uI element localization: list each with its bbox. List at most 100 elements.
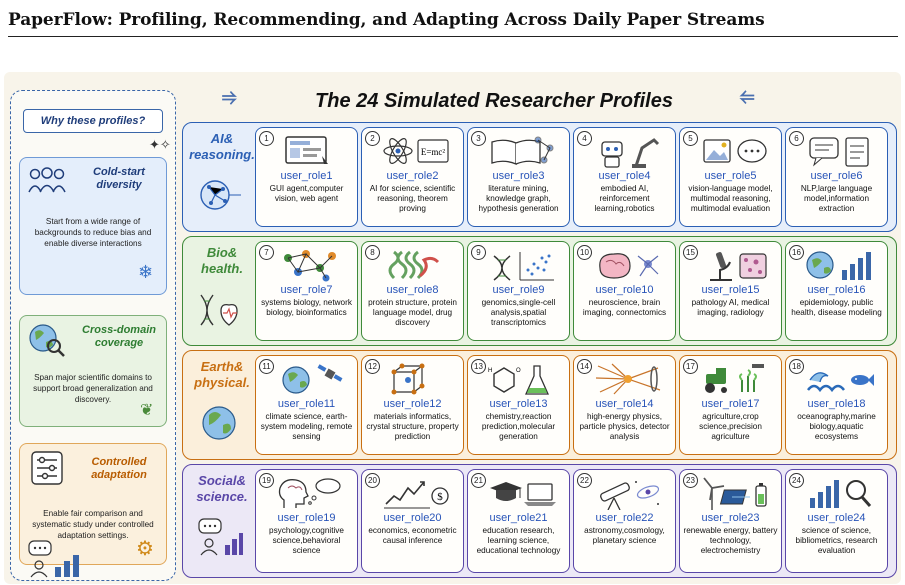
profile-name: user_role7: [280, 284, 333, 296]
profile-number-badge: 21: [471, 473, 486, 488]
globebars-icon: [806, 251, 871, 280]
profile-number-badge: 17: [683, 359, 698, 374]
profile-description: protein structure, protein language mode…: [368, 298, 457, 327]
band-label-line: reasoning.: [189, 147, 255, 162]
why-heading: Why these profiles?: [23, 109, 163, 133]
profile-description: literature mining, knowledge graph, hypo…: [478, 184, 559, 213]
profile-card: 20 $ user_role20 economics, econometric cau…: [361, 469, 464, 573]
barsmag-icon: [810, 480, 872, 508]
burst-icon: [595, 363, 661, 395]
cold-start-title: Cold-start diversity: [93, 166, 145, 191]
imgchat-icon: [703, 139, 767, 163]
profile-number-badge: 4: [577, 131, 592, 146]
page-header: PaperFlow: Profiling, Recommending, and …: [8, 6, 898, 37]
cross-domain-box: Cross-domain coverage Span major scienti…: [19, 315, 167, 427]
profile-description: economics, econometric causal inference: [368, 526, 457, 545]
band-label-line: Bio&: [206, 245, 238, 260]
title-deco-left-icon: ⥤: [222, 86, 237, 106]
cross-domain-title: Cross-domain coverage: [82, 324, 156, 349]
profile-number-badge: 22: [577, 473, 592, 488]
book-icon: [491, 136, 554, 165]
profile-description: neuroscience, brain imaging, connectomic…: [582, 298, 667, 317]
atom-icon: E=mc²: [383, 138, 449, 164]
profile-number-badge: 15: [683, 245, 698, 260]
profile-number-badge: 24: [789, 473, 804, 488]
globe-magnifier-icon: [29, 324, 65, 357]
band-label: AI&reasoning.: [189, 131, 255, 163]
profile-number-badge: 2: [365, 131, 380, 146]
profile-description: NLP,large language model,information ext…: [800, 184, 873, 213]
title-deco-right-icon: ⥢: [740, 86, 755, 106]
svg-text:H: H: [488, 368, 492, 374]
profile-name: user_role5: [704, 170, 757, 182]
profile-name: user_role9: [492, 284, 545, 296]
band-label: Bio&health.: [189, 245, 255, 277]
profile-description: AI for science, scientific reasoning, th…: [369, 184, 456, 213]
crystal-icon: [391, 363, 425, 395]
profile-number-badge: 16: [789, 245, 804, 260]
headthink-icon: [278, 478, 341, 508]
profile-number-badge: 8: [365, 245, 380, 260]
profile-number-badge: 1: [259, 131, 274, 146]
band-label-line: science.: [196, 489, 248, 504]
cold-start-box: Cold-start diversity Start from a wide r…: [19, 157, 167, 295]
people-icon: [28, 167, 66, 193]
gear-icon: ⚙: [136, 538, 154, 560]
profile-number-badge: 14: [577, 359, 592, 374]
profile-name: user_role18: [807, 398, 866, 410]
paper-title: PaperFlow: Profiling, Recommending, and …: [8, 10, 765, 30]
leaf-icon: ❦: [140, 402, 154, 419]
profile-name: user_role6: [810, 170, 863, 182]
network-icon: [284, 250, 336, 282]
profile-description: oceanography,marine biology,aquatic ecos…: [797, 412, 876, 441]
profile-number-badge: 20: [365, 473, 380, 488]
profile-description: epidemiology, public health, disease mod…: [791, 298, 882, 317]
tractor-icon: [705, 364, 764, 393]
profile-name: user_role15: [701, 284, 760, 296]
profile-description: psychology,cognitive science,behavioral …: [269, 526, 344, 555]
profile-description: embodied AI, reinforcement learning,robo…: [594, 184, 655, 213]
profile-description: systems biology, network biology, bioinf…: [261, 298, 352, 317]
profile-number-badge: 18: [789, 359, 804, 374]
profile-name: user_role8: [386, 284, 439, 296]
profile-description: high-energy physics, particle physics, d…: [579, 412, 670, 441]
profile-description: vision-language model, multimodal reason…: [688, 184, 773, 213]
profile-name: user_role24: [807, 512, 866, 524]
icon-label: $: [437, 491, 443, 503]
cross-domain-desc: Span major scientific domains to support…: [33, 373, 153, 404]
profile-name: user_role10: [595, 284, 654, 296]
sparkle-icon: ✦✧: [149, 137, 171, 152]
profile-name: user_role1: [280, 170, 333, 182]
telescope-icon: [600, 481, 660, 510]
figure-title: The 24 Simulated Researcher Profiles: [315, 90, 673, 112]
profile-name: user_role20: [383, 512, 442, 524]
profiles-figure: Why these profiles? ✦✧ Cold-start divers…: [4, 72, 901, 584]
band-label-line: AI&: [210, 131, 234, 146]
brain-icon: [599, 253, 659, 279]
profile-description: science of science, bibliometrics, resea…: [795, 526, 878, 555]
snowflake-icon: ❄: [138, 262, 154, 282]
profile-name: user_role19: [277, 512, 336, 524]
profile-number-badge: 10: [577, 245, 592, 260]
profile-description: climate science, earth-system modeling, …: [260, 412, 353, 441]
protein-icon: [388, 250, 440, 280]
chat-chart-icon: [28, 540, 79, 578]
